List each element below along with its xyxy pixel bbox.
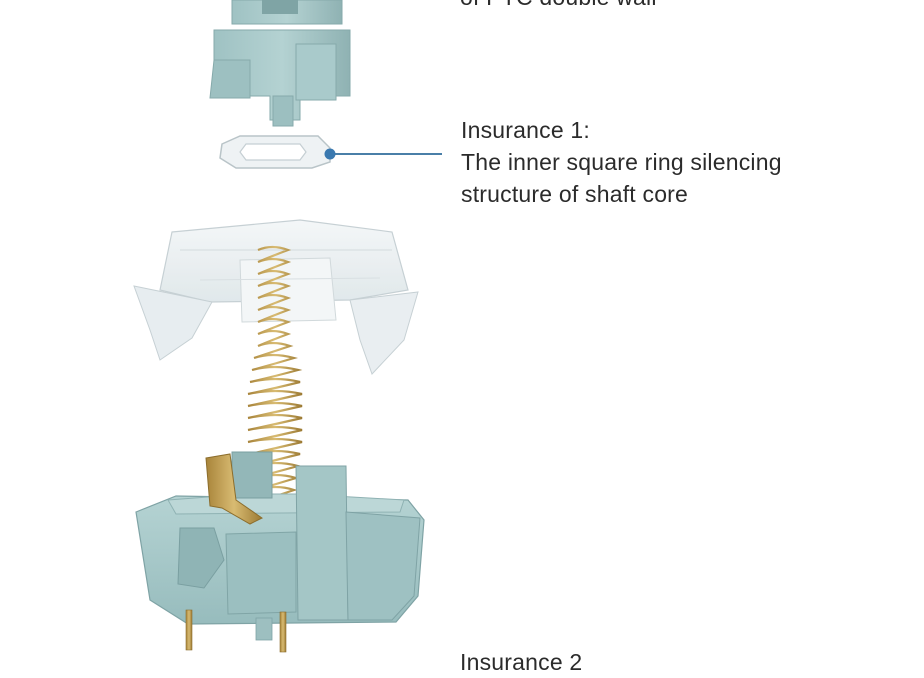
stem-cross-slot bbox=[262, 0, 298, 14]
top-callout-text: of PTC double wall bbox=[460, 0, 657, 13]
top-housing-center bbox=[239, 257, 337, 323]
ring-inner-hole bbox=[239, 143, 307, 161]
stem-pole bbox=[272, 95, 294, 127]
top-housing-left-wing bbox=[133, 285, 213, 361]
insurance-1-title: Insurance 1: bbox=[461, 117, 590, 143]
bottom-housing-right-wing bbox=[345, 511, 421, 621]
stem-right-leg bbox=[295, 43, 337, 101]
leaf-contact-plate bbox=[205, 453, 263, 525]
bottom-housing-left-clip bbox=[177, 527, 225, 589]
leader-dot bbox=[324, 148, 336, 160]
stem-left-leg bbox=[209, 59, 251, 99]
bottom-housing-front-panel bbox=[225, 531, 297, 615]
pin-left bbox=[185, 609, 193, 651]
insurance-1-callout: Insurance 1: The inner square ring silen… bbox=[461, 114, 782, 210]
bottom-housing-top-rim bbox=[167, 493, 405, 515]
top-callout-partial: of PTC double wall bbox=[460, 0, 657, 13]
pin-right bbox=[279, 611, 287, 653]
stem bbox=[209, 0, 351, 127]
insurance-1-line-1: The inner square ring silencing bbox=[461, 149, 782, 175]
silencing-ring bbox=[219, 135, 331, 169]
callout-leader-1 bbox=[324, 148, 442, 160]
top-housing-edge-2 bbox=[199, 277, 381, 281]
leaf-contact-post bbox=[231, 451, 273, 499]
gold-spring bbox=[247, 245, 303, 504]
bottom-callout-partial: Insurance 2 bbox=[460, 646, 582, 678]
center-post bbox=[255, 617, 273, 641]
spring-coil bbox=[247, 245, 303, 504]
bottom-callout-text: Insurance 2 bbox=[460, 649, 583, 675]
insurance-1-line-2: structure of shaft core bbox=[461, 181, 689, 207]
gold-leaf-contact bbox=[205, 453, 263, 525]
bottom-housing-right-post bbox=[295, 465, 349, 621]
keyboard-switch-exploded-illustration bbox=[133, 0, 442, 653]
switch-pins bbox=[185, 609, 287, 653]
bottom-housing bbox=[135, 451, 425, 625]
top-housing-right-wing bbox=[349, 291, 419, 375]
